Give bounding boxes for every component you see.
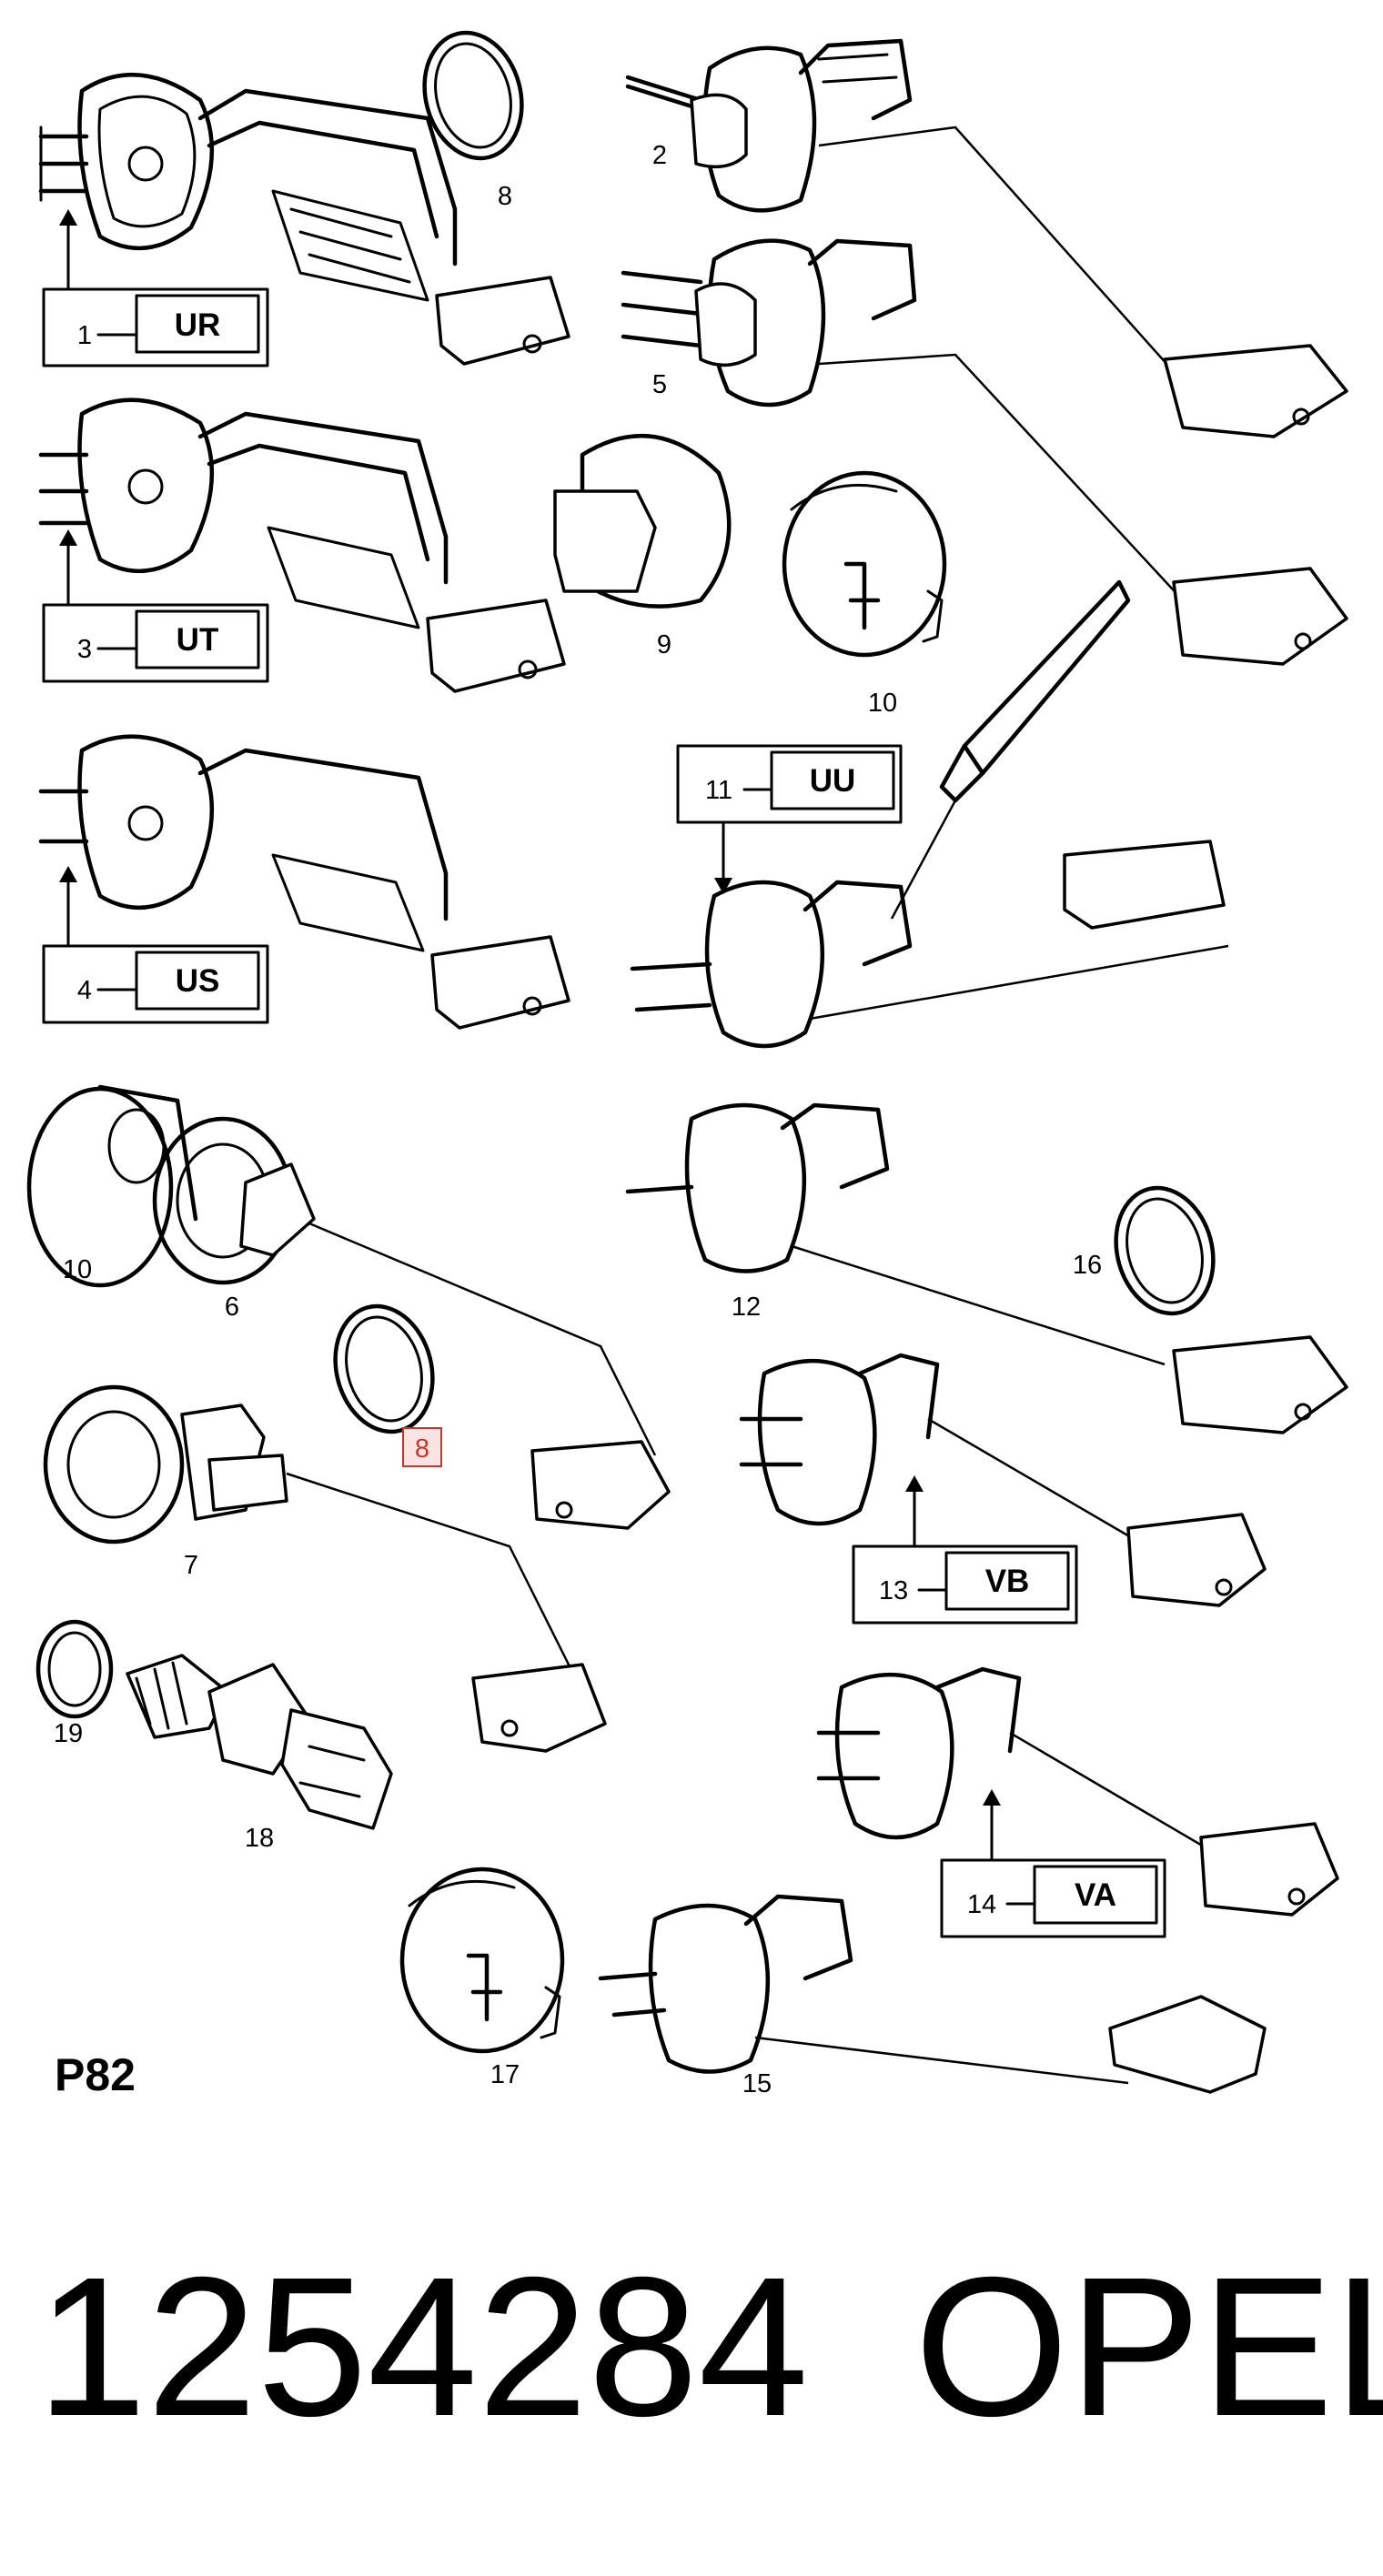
- part-12-sender-unit: 12: [625, 1102, 1166, 1366]
- part-2-sender-unit: 2: [625, 38, 1348, 438]
- callout-14: 14 VA: [940, 1858, 1166, 1938]
- svg-text:3: 3: [77, 635, 92, 664]
- part-9-cap: 9: [553, 433, 732, 659]
- part-14-sender-unit: [816, 1666, 1339, 1917]
- part-5-sender-unit: 5: [621, 238, 1348, 666]
- part-8-seal-ring: 8: [422, 30, 524, 211]
- svg-text:10: 10: [868, 689, 897, 718]
- part-1-fuel-pump: [38, 72, 570, 366]
- svg-text:6: 6: [225, 1293, 239, 1322]
- part-16-seal-ring: 16: [1073, 1185, 1216, 1316]
- svg-text:VA: VA: [1075, 1877, 1116, 1913]
- part-15-sender-unit: 15: [598, 1894, 1267, 2098]
- svg-text:12: 12: [732, 1293, 761, 1322]
- part-3-fuel-pump: [38, 397, 566, 693]
- svg-text:9: 9: [657, 630, 671, 659]
- part-19-washer: 19: [35, 1619, 114, 1748]
- callout-11: 11 UU: [676, 744, 903, 824]
- page-reference: P82: [55, 2049, 136, 2100]
- svg-text:18: 18: [245, 1824, 274, 1853]
- svg-text:UT: UT: [177, 622, 219, 658]
- callout-1: 1 UR: [42, 287, 269, 367]
- svg-text:2: 2: [652, 141, 667, 170]
- part-18-sensor: 18: [126, 1654, 393, 1853]
- part-number: 1254284: [36, 2237, 809, 2458]
- part-13-sender-unit: [739, 1353, 1267, 1607]
- svg-text:5: 5: [652, 370, 667, 399]
- svg-text:UR: UR: [175, 307, 221, 343]
- svg-text:16: 16: [1073, 1251, 1102, 1280]
- brand-name: OPEL: [914, 2237, 1383, 2458]
- part-10-cover: 10: [782, 470, 947, 718]
- svg-text:14: 14: [967, 1890, 996, 1919]
- part-4-fuel-pump: [38, 734, 570, 1030]
- callout-13: 13 VB: [852, 1545, 1078, 1625]
- svg-text:15: 15: [742, 2069, 772, 2098]
- svg-text:VB: VB: [985, 1564, 1030, 1599]
- svg-text:8: 8: [415, 1434, 429, 1464]
- callout-4: 4 US: [42, 944, 269, 1024]
- svg-text:19: 19: [54, 1719, 83, 1748]
- part-8-seal-ring-highlighted: 8: [333, 1303, 442, 1467]
- callout-3: 3 UT: [42, 603, 269, 683]
- svg-text:13: 13: [879, 1576, 908, 1605]
- svg-text:10: 10: [63, 1255, 92, 1284]
- svg-text:11: 11: [705, 776, 732, 805]
- float-12: [1172, 1335, 1348, 1434]
- svg-text:4: 4: [77, 976, 92, 1005]
- part-17-cover: 17: [399, 1867, 565, 2089]
- svg-text:UU: UU: [810, 763, 856, 799]
- svg-text:8: 8: [498, 182, 512, 211]
- part-11-sender-unit: [630, 840, 1229, 1049]
- svg-text:US: US: [176, 963, 220, 999]
- svg-text:17: 17: [490, 2060, 520, 2089]
- svg-text:1: 1: [77, 321, 92, 350]
- part-10-cover-left: 10: [26, 1084, 198, 1288]
- part-6-sender-unit: 6: [152, 1116, 671, 1530]
- svg-text:7: 7: [184, 1551, 198, 1580]
- part-7-sender-unit: 7: [43, 1384, 607, 1753]
